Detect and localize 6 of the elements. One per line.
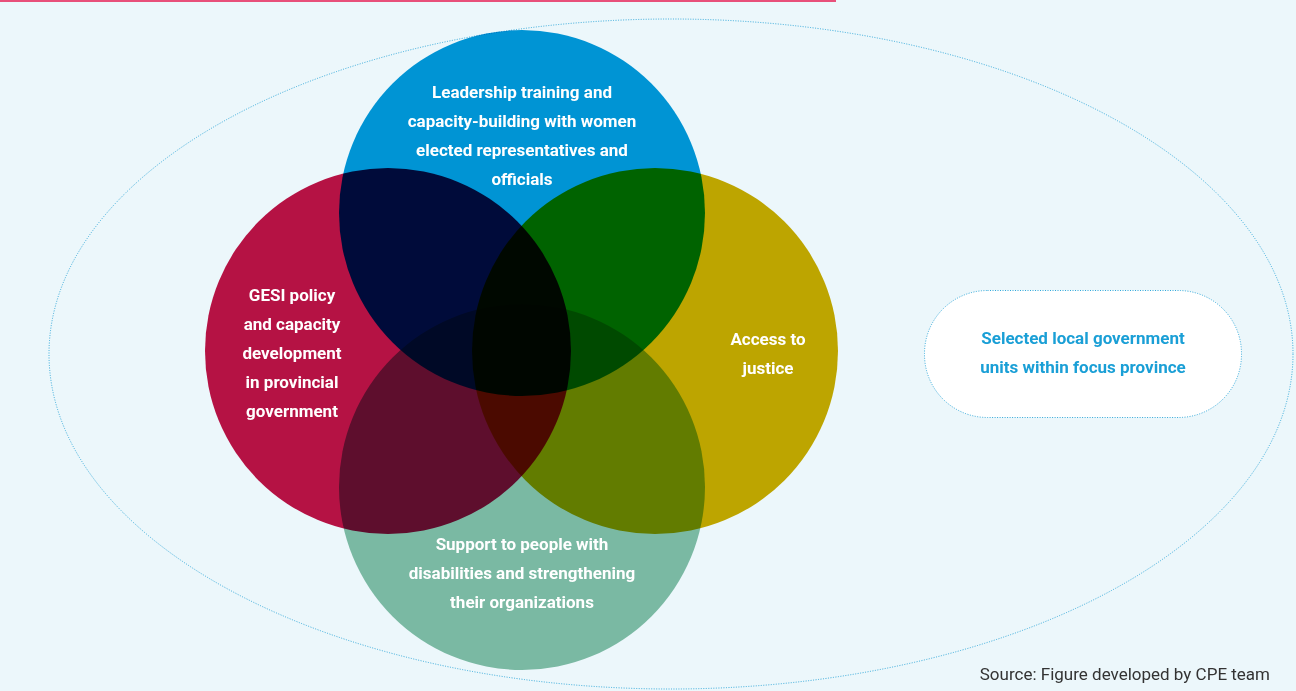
scope-label: Selected local government units within focus province	[979, 327, 1187, 379]
circle-label: Support to people with disabilities and strengthening their organizations	[407, 533, 637, 614]
circle-label: Leadership training and capacity-building with women elected representatives and officials	[406, 81, 638, 191]
circle-label: GESI policy and capacity development in provincial government	[241, 284, 343, 423]
circle-label: Access to justice	[729, 328, 807, 380]
source-caption: Source: Figure developed by CPE team	[979, 664, 1270, 684]
